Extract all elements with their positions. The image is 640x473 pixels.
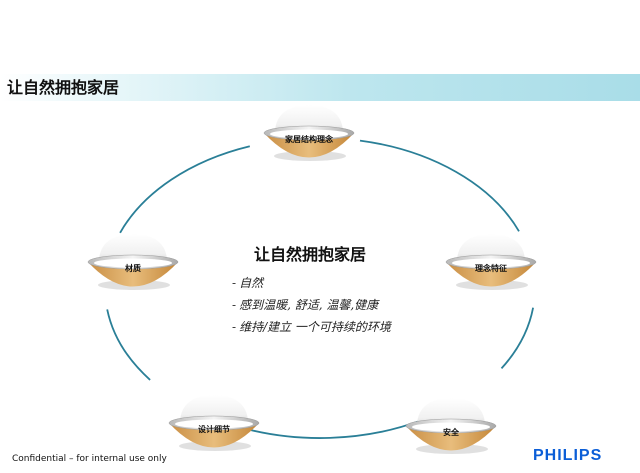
center-title: 让自然拥抱家居 (254, 245, 367, 264)
lamp-node (168, 395, 260, 451)
connector-arc (106, 309, 151, 381)
node-label-concept-features: 理念特征 (475, 264, 507, 273)
center-point-item: -感到温暖, 舒适, 温馨,健康 (232, 294, 462, 316)
lamp-rim-inner (412, 422, 490, 432)
lamp-node (87, 234, 179, 290)
center-point-text: 维持/建立 一个可持续的环境 (239, 320, 391, 334)
node-label-structure-concept: 家居结构理念 (285, 135, 333, 144)
center-point-text: 自然 (239, 276, 264, 290)
confidential-footer: Confidential – for internal use only (12, 454, 167, 464)
connector-arc (119, 145, 251, 234)
white-dome (275, 105, 343, 133)
white-dome (180, 395, 248, 423)
center-point-text: 感到温暖, 舒适, 温馨,健康 (239, 298, 379, 312)
bullet-dash: - (232, 276, 237, 290)
bullet-dash: - (232, 320, 237, 334)
lamp-rim-inner (270, 129, 348, 139)
node-label-safety: 安全 (443, 428, 459, 437)
white-dome (99, 234, 167, 262)
white-dome (457, 234, 525, 262)
center-content: 让自然拥抱家居 -自然 -感到温暖, 舒适, 温馨,健康 -维持/建立 一个可持… (232, 244, 462, 338)
cycle-nodes (87, 105, 537, 454)
white-dome (417, 398, 485, 426)
lamp-rim-inner (452, 258, 530, 268)
center-point-item: -维持/建立 一个可持续的环境 (232, 316, 462, 338)
connector-arc (500, 307, 534, 370)
connector-arc (237, 419, 421, 439)
slide-title: 让自然拥抱家居 (7, 78, 120, 97)
lamp-rim-inner (175, 419, 253, 429)
philips-logo: PHILIPS (533, 447, 603, 464)
lamp-rim-inner (94, 258, 172, 268)
cycle-connector-arcs (106, 139, 534, 439)
lamp-node (445, 234, 537, 290)
bullet-dash: - (232, 298, 237, 312)
lamp-node (263, 105, 355, 161)
center-point-list: -自然 -感到温暖, 舒适, 温馨,健康 -维持/建立 一个可持续的环境 (232, 272, 462, 338)
node-label-material: 材质 (125, 264, 141, 273)
center-point-item: -自然 (232, 272, 462, 294)
connector-arc (359, 139, 520, 232)
lamp-node (405, 398, 497, 454)
node-label-design-details: 设计细节 (198, 425, 230, 434)
title-band: 让自然拥抱家居 (0, 74, 640, 101)
